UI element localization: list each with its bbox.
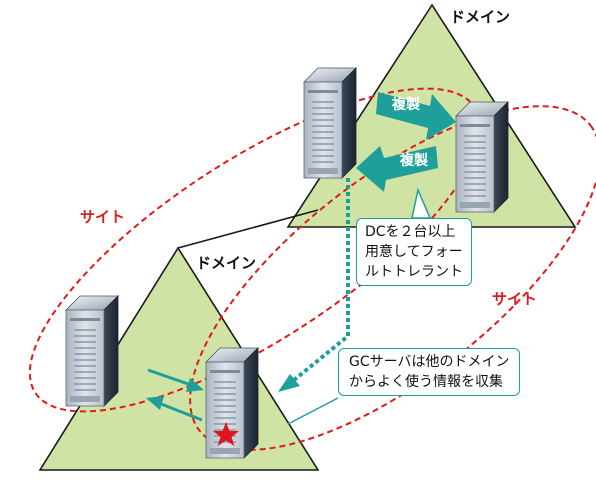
lower-exchange-arrowhead-left [146, 396, 164, 410]
gc-collect-arrowhead [278, 374, 300, 392]
callout-gc-pointer [287, 397, 339, 425]
callout-gc-line: GCサーバは他のドメイン [349, 354, 510, 370]
replication-label-top: 複製 [392, 97, 420, 113]
server-tower-icon [303, 67, 357, 179]
replication-arrow-left [356, 146, 438, 192]
replication-label-bottom: 複製 [400, 153, 428, 169]
site-label-right: サイト [492, 290, 538, 308]
server-tower-icon [455, 101, 509, 213]
site-label-left: サイト [80, 208, 126, 226]
callout-dc-line: 用意してフォー [365, 244, 463, 260]
domain-label-upper: ドメイン [450, 8, 511, 26]
callout-dc-line: DCを２台以上 [365, 224, 456, 240]
server-tower-icon [65, 295, 119, 407]
domain-label-lower: ドメイン [196, 254, 257, 272]
lower-exchange-arrowhead-right [186, 378, 204, 392]
gc-collect-flow [292, 178, 350, 382]
lower-exchange-arrow-left [155, 400, 203, 422]
lower-exchange-arrow-right [147, 368, 195, 388]
callout-dc-line: ルトトレラント [365, 264, 463, 280]
callout-gc-server: GCサーバは他のドメイン からよく使う情報を収集 [338, 348, 521, 396]
callout-gc-line: からよく使う情報を収集 [349, 374, 503, 390]
callout-dc-redundancy: DCを２台以上 用意してフォー ルトトレラント [356, 218, 472, 286]
domain-trust-link [177, 209, 319, 249]
star-icon [213, 422, 239, 446]
replication-arrow-right [376, 92, 456, 140]
